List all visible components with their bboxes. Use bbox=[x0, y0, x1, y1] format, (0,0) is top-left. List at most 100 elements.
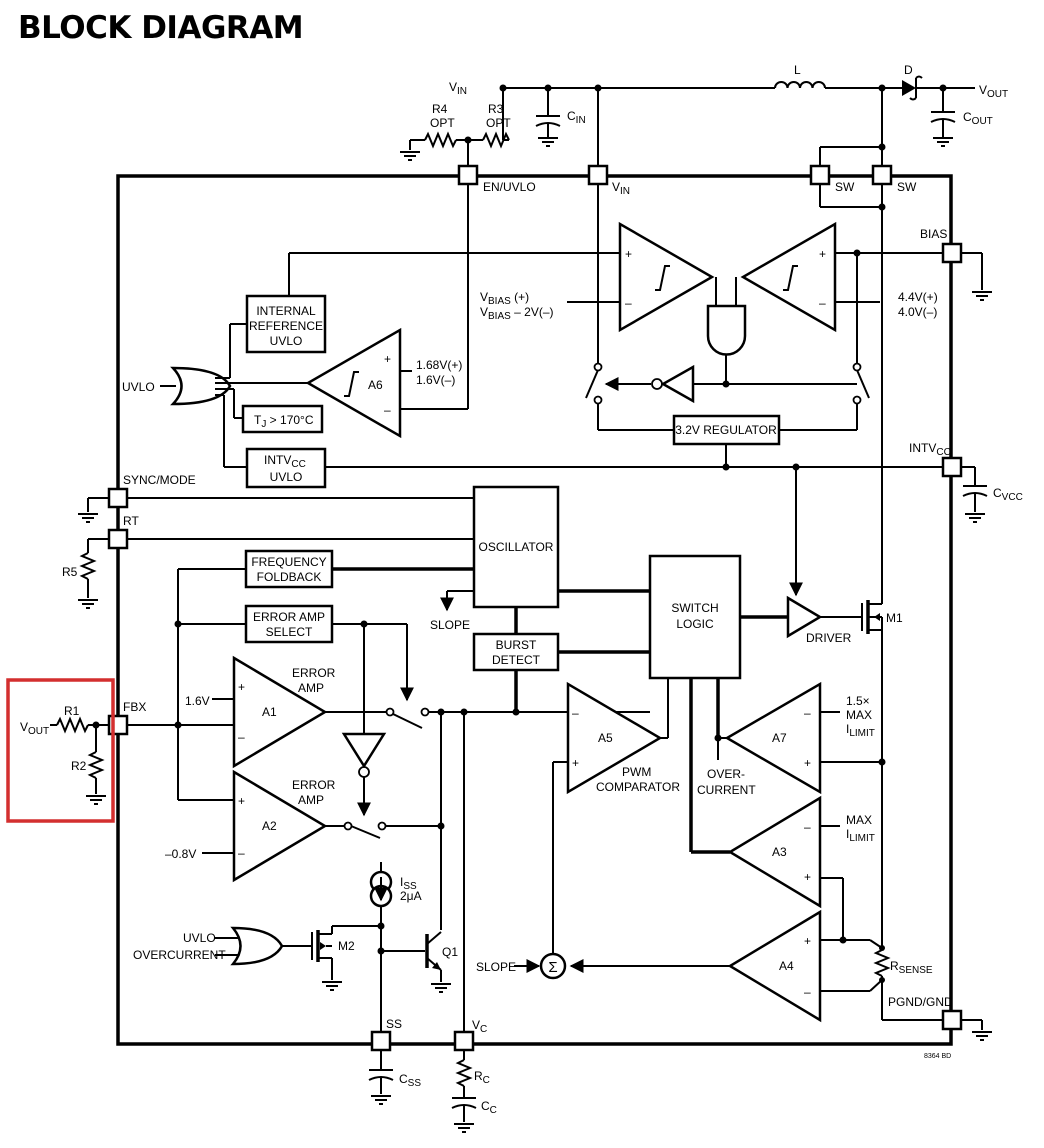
svg-text:OSCILLATOR: OSCILLATOR bbox=[479, 540, 554, 554]
pin-ss-label: SS bbox=[386, 1017, 402, 1031]
svg-text:ILIMIT: ILIMIT bbox=[846, 722, 875, 739]
comparator-a3 bbox=[727, 795, 822, 909]
rc-cc-network bbox=[451, 1050, 477, 1133]
css-label: CSS bbox=[399, 1072, 421, 1089]
svg-text:FREQUENCY: FREQUENCY bbox=[251, 555, 326, 569]
pin-intvcc bbox=[941, 456, 963, 478]
pin-rt bbox=[107, 528, 129, 550]
m1-label: M1 bbox=[886, 611, 903, 625]
inverter bbox=[660, 364, 695, 404]
svg-text:UVLO: UVLO bbox=[270, 334, 303, 348]
svg-text:–: – bbox=[804, 706, 811, 720]
vin-label: VIN bbox=[449, 80, 467, 97]
svg-text:SELECT: SELECT bbox=[266, 625, 313, 639]
vout-label: VOUT bbox=[979, 83, 1008, 100]
internal-reference-uvlo bbox=[245, 294, 327, 354]
pin-fbx-label: FBX bbox=[123, 700, 146, 714]
svg-text:TJ > 170°C: TJ > 170°C bbox=[254, 413, 314, 430]
svg-text:REFERENCE: REFERENCE bbox=[249, 319, 323, 333]
comparator-a7 bbox=[724, 681, 822, 795]
svg-text:+: + bbox=[238, 794, 245, 808]
pin-vc bbox=[453, 1030, 475, 1052]
svg-text:INTVCC: INTVCC bbox=[264, 453, 306, 470]
rc-label: RC bbox=[474, 1069, 490, 1086]
comparator-vin bbox=[618, 221, 715, 333]
svg-text:+: + bbox=[804, 756, 811, 770]
pin-pgnd bbox=[941, 1009, 963, 1031]
svg-text:–: – bbox=[238, 846, 245, 860]
svg-text:A3: A3 bbox=[772, 845, 787, 859]
oscillator bbox=[472, 485, 560, 609]
inductor-l bbox=[774, 81, 826, 89]
pin-sw-2-label: SW bbox=[897, 180, 917, 194]
pin-bias bbox=[941, 242, 963, 264]
iss-value: 2μA bbox=[400, 889, 422, 903]
capacitor-cout bbox=[930, 88, 956, 147]
svg-text:ERROR: ERROR bbox=[292, 778, 336, 792]
svg-text:Σ: Σ bbox=[548, 959, 557, 976]
svg-text:DETECT: DETECT bbox=[492, 653, 541, 667]
svg-text:FOLDBACK: FOLDBACK bbox=[257, 570, 322, 584]
a6-th-lo: 1.6V(–) bbox=[416, 373, 455, 387]
error-amp-select bbox=[244, 604, 334, 644]
inverter-select bbox=[341, 732, 387, 769]
pin-intvcc-label: INTVCC bbox=[909, 441, 951, 458]
r3-label: R3 bbox=[488, 102, 504, 116]
svg-text:+: + bbox=[384, 352, 391, 366]
pin-sw-1 bbox=[809, 164, 831, 186]
svg-text:BURST: BURST bbox=[496, 638, 537, 652]
svg-text:+: + bbox=[238, 680, 245, 694]
svg-text:–: – bbox=[572, 706, 579, 720]
hysteresis-icon bbox=[783, 265, 798, 291]
svg-text:+: + bbox=[819, 247, 826, 261]
comparator-bias bbox=[740, 221, 837, 333]
svg-text:ERROR: ERROR bbox=[292, 666, 336, 680]
resistor-rsense bbox=[873, 949, 891, 977]
current-sense-amp-a4 bbox=[727, 909, 822, 1023]
svg-text:+: + bbox=[572, 756, 579, 770]
summing-node bbox=[539, 952, 567, 980]
svg-text:–: – bbox=[819, 296, 826, 310]
and-gate bbox=[706, 304, 747, 356]
error-amp-a1 bbox=[232, 655, 328, 769]
svg-text:UVLO: UVLO bbox=[270, 470, 303, 484]
iss-label: ISS bbox=[400, 875, 417, 892]
ref-0v8: –0.8V bbox=[165, 847, 196, 861]
svg-text:–: – bbox=[804, 820, 811, 834]
svg-text:LOGIC: LOGIC bbox=[676, 617, 714, 631]
slope-label-osc: SLOPE bbox=[430, 618, 470, 632]
intvcc-uvlo bbox=[245, 447, 327, 489]
driver bbox=[786, 595, 823, 639]
svg-text:A5: A5 bbox=[598, 731, 613, 745]
resistor-r1 bbox=[56, 716, 89, 734]
figure-code: 8364 BD bbox=[924, 1053, 951, 1060]
svg-text:AMP: AMP bbox=[298, 793, 324, 807]
input-rail bbox=[499, 75, 975, 101]
svg-text:A4: A4 bbox=[779, 959, 794, 973]
svg-text:INTERNAL: INTERNAL bbox=[256, 304, 316, 318]
pin-rt-label: RT bbox=[123, 514, 139, 528]
capacitor-cin bbox=[535, 88, 561, 147]
r1-label: R1 bbox=[64, 704, 80, 718]
r2-label: R2 bbox=[71, 759, 87, 773]
mosfet-m1 bbox=[861, 600, 883, 634]
mosfet-m2 bbox=[311, 925, 381, 991]
error-amp-a2 bbox=[232, 769, 328, 883]
transistor-q1 bbox=[381, 931, 451, 993]
a6-label: A6 bbox=[368, 378, 383, 392]
pin-sync-mode bbox=[107, 487, 129, 509]
comparator-a6 bbox=[305, 327, 402, 439]
a6-th-hi: 1.68V(+) bbox=[416, 358, 462, 372]
svg-text:1.5×: 1.5× bbox=[846, 694, 870, 708]
svg-text:+: + bbox=[804, 870, 811, 884]
svg-text:MAX: MAX bbox=[846, 708, 872, 722]
diagram-title: BLOCK DIAGRAM bbox=[18, 10, 303, 46]
cc-label: CC bbox=[481, 1099, 497, 1116]
svg-text:COMPARATOR: COMPARATOR bbox=[596, 780, 680, 794]
svg-text:OVER-: OVER- bbox=[707, 767, 745, 781]
svg-text:A7: A7 bbox=[772, 731, 787, 745]
vbias-minus-label: VBIAS – 2V(–) bbox=[480, 305, 554, 322]
uvlo-output-label: UVLO bbox=[122, 380, 155, 394]
svg-text:A1: A1 bbox=[262, 705, 277, 719]
vbias-plus-label: VBIAS (+) bbox=[480, 290, 529, 307]
